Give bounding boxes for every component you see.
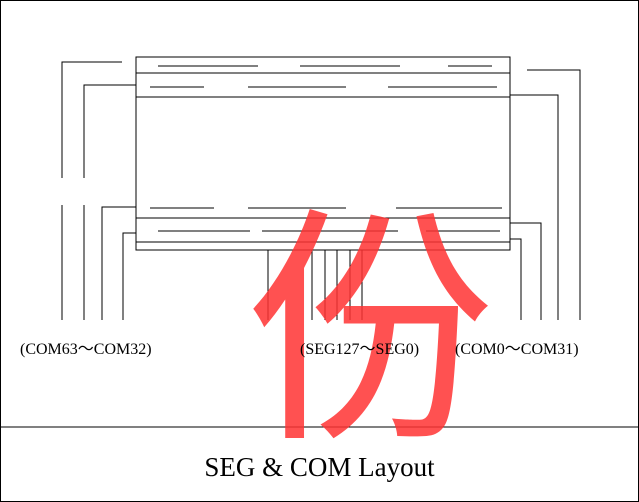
com-right-trace-2 [510,94,559,320]
com-left-label: (COM63～COM32) [20,341,152,358]
com-right-trace-3 [510,222,542,320]
panel-outline [135,56,511,251]
seg-label: (SEG127～SEG0) [300,341,420,358]
figure-caption: SEG & COM Layout [204,452,435,482]
com-left-trace-5 [101,206,136,320]
com-right-label: (COM0～COM31) [455,341,579,358]
panel-group [61,56,581,320]
com-left-trace-1 [61,61,122,178]
watermark: 份 [245,186,495,477]
com-right-trace-1 [527,69,581,320]
com-right-trace-4 [510,238,522,320]
com-left-trace-2 [83,84,136,178]
com-left-trace-6 [122,232,136,320]
